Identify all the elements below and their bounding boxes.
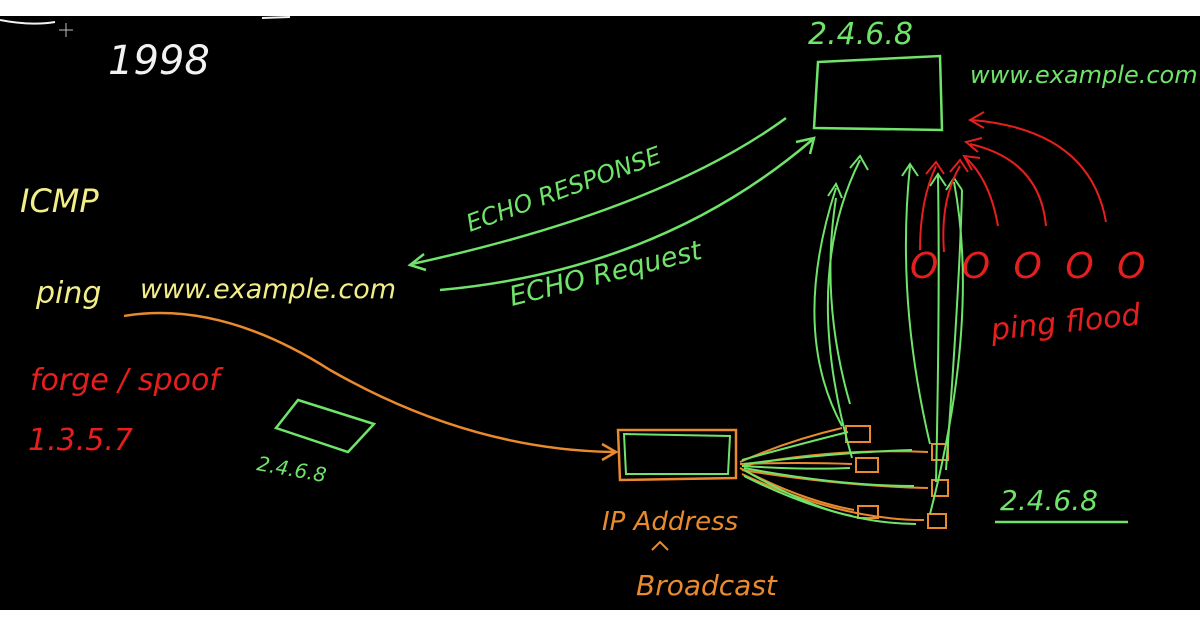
protocol-label: ICMP [20,182,99,220]
year-label: 1998 [108,38,210,84]
top-scribble-2 [261,16,291,19]
spoofed-ip-label: 1.3.5.7 [28,423,133,458]
broadcast-label: Broadcast [636,569,778,602]
host-reply-arrows [813,154,964,515]
router-box-inner [622,432,732,475]
whiteboard-canvas: 1998 ICMP ping www.example.com forge / s… [0,16,1200,610]
echo-response-arrowhead [407,253,427,272]
ping-flood-label: ping flood [988,297,1143,348]
circles-row: O O O O O [910,246,1151,287]
host-box-5 [931,479,949,497]
command-label: ping [35,276,101,311]
packet-box [273,398,377,454]
broadcast-fan-arrows [739,427,929,525]
echo-request-arrowhead [795,136,816,155]
router-box [616,428,738,482]
forge-spoof-label: forge / spoof [30,363,224,398]
host-box-3 [857,505,879,519]
router-label: IP Address [602,507,738,537]
echo-request-label: ECHO Request [506,235,706,313]
spoofed-ping-path [123,311,615,454]
server-name-label: www.example.com [970,61,1198,89]
server-box [812,54,944,132]
echo-response-arrow [411,116,787,266]
host-box-6 [927,513,947,529]
hosts-ip-label: 2.4.6.8 [1000,484,1098,517]
top-scribble [0,19,56,25]
broadcast-caret [651,540,669,551]
diagram-drawing: 1998 ICMP ping www.example.com forge / s… [0,16,1198,602]
echo-request-arrow [439,139,813,292]
host-box-2 [855,457,879,473]
server-ip-label: 2.4.6.8 [808,17,913,52]
cursor-crosshair-icon [59,23,73,37]
spoofed-ping-arrowhead [601,442,619,462]
ping-flood-arrows [919,111,1107,253]
host-box-1 [845,425,871,443]
command-target-label: www.example.com [140,274,396,305]
host-boxes [845,425,949,529]
packet-ip-label: 2.4.6.8 [255,451,328,487]
